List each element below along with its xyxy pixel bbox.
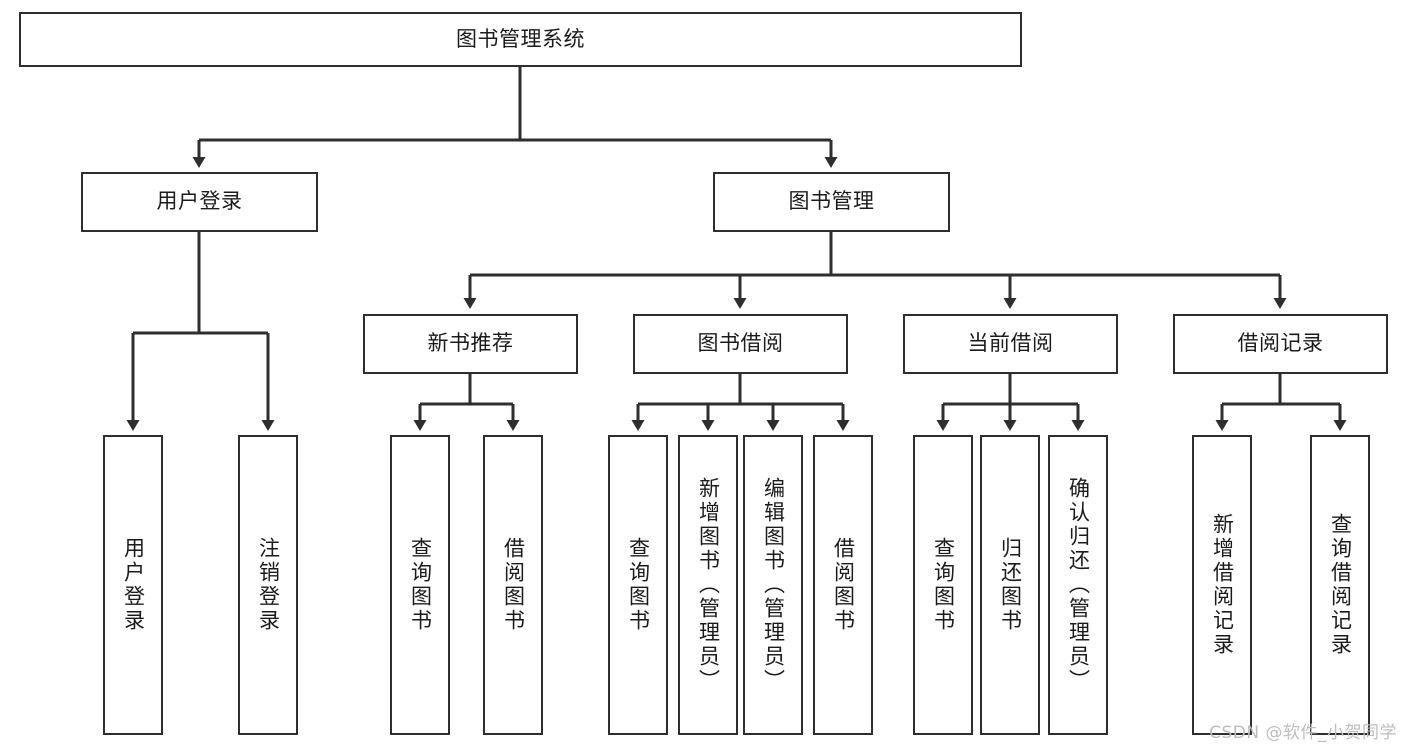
node-user-login-label: 用户登录 bbox=[156, 189, 243, 214]
node-leaf-logout-label: 注销登录 bbox=[256, 537, 281, 633]
node-borrow-records[interactable]: 借阅记录 bbox=[1173, 314, 1388, 374]
node-leaf-add-borrow-record[interactable]: 新增借阅记录 bbox=[1192, 435, 1252, 735]
node-new-book-recommend-label: 新书推荐 bbox=[427, 331, 514, 356]
node-leaf-add-book-admin[interactable]: 新增图书（管理员） bbox=[678, 435, 738, 735]
node-leaf-query-books-current[interactable]: 查询图书 bbox=[913, 435, 973, 735]
node-leaf-confirm-return-admin-label: 确认归还（管理员） bbox=[1066, 477, 1091, 693]
node-leaf-query-books-new[interactable]: 查询图书 bbox=[390, 435, 450, 735]
node-leaf-query-borrow-record-label: 查询借阅记录 bbox=[1328, 513, 1353, 657]
node-leaf-confirm-return-admin[interactable]: 确认归还（管理员） bbox=[1048, 435, 1108, 735]
node-leaf-return-books-label: 归还图书 bbox=[998, 537, 1023, 633]
node-leaf-return-books[interactable]: 归还图书 bbox=[980, 435, 1040, 735]
node-root-label: 图书管理系统 bbox=[456, 26, 585, 51]
node-leaf-logout[interactable]: 注销登录 bbox=[238, 435, 298, 735]
node-leaf-user-login[interactable]: 用户登录 bbox=[103, 435, 163, 735]
node-leaf-add-book-admin-label: 新增图书（管理员） bbox=[696, 477, 721, 693]
node-book-borrow-label: 图书借阅 bbox=[697, 331, 784, 356]
node-leaf-query-books-current-label: 查询图书 bbox=[931, 537, 956, 633]
node-root[interactable]: 图书管理系统 bbox=[19, 12, 1022, 67]
node-leaf-edit-book-admin-label: 编辑图书（管理员） bbox=[761, 477, 786, 693]
node-leaf-add-borrow-record-label: 新增借阅记录 bbox=[1210, 513, 1235, 657]
node-leaf-query-books-borrow-label: 查询图书 bbox=[626, 537, 651, 633]
node-book-management-label: 图书管理 bbox=[788, 189, 875, 214]
node-user-login[interactable]: 用户登录 bbox=[81, 172, 318, 232]
node-leaf-borrow-books-label: 借阅图书 bbox=[831, 537, 856, 633]
node-leaf-borrow-books[interactable]: 借阅图书 bbox=[813, 435, 873, 735]
node-new-book-recommend[interactable]: 新书推荐 bbox=[363, 314, 578, 374]
node-current-borrow-label: 当前借阅 bbox=[967, 331, 1054, 356]
node-leaf-edit-book-admin[interactable]: 编辑图书（管理员） bbox=[743, 435, 803, 735]
node-leaf-borrow-books-new[interactable]: 借阅图书 bbox=[483, 435, 543, 735]
node-leaf-query-borrow-record[interactable]: 查询借阅记录 bbox=[1310, 435, 1370, 735]
node-borrow-records-label: 借阅记录 bbox=[1237, 331, 1324, 356]
node-leaf-borrow-books-new-label: 借阅图书 bbox=[501, 537, 526, 633]
node-book-management[interactable]: 图书管理 bbox=[713, 172, 950, 232]
csdn-watermark: CSDN @软件_小贺同学 bbox=[1209, 723, 1397, 743]
node-leaf-query-books-borrow[interactable]: 查询图书 bbox=[608, 435, 668, 735]
node-book-borrow[interactable]: 图书借阅 bbox=[633, 314, 848, 374]
node-current-borrow[interactable]: 当前借阅 bbox=[903, 314, 1118, 374]
node-leaf-user-login-label: 用户登录 bbox=[121, 537, 146, 633]
node-leaf-query-books-new-label: 查询图书 bbox=[408, 537, 433, 633]
